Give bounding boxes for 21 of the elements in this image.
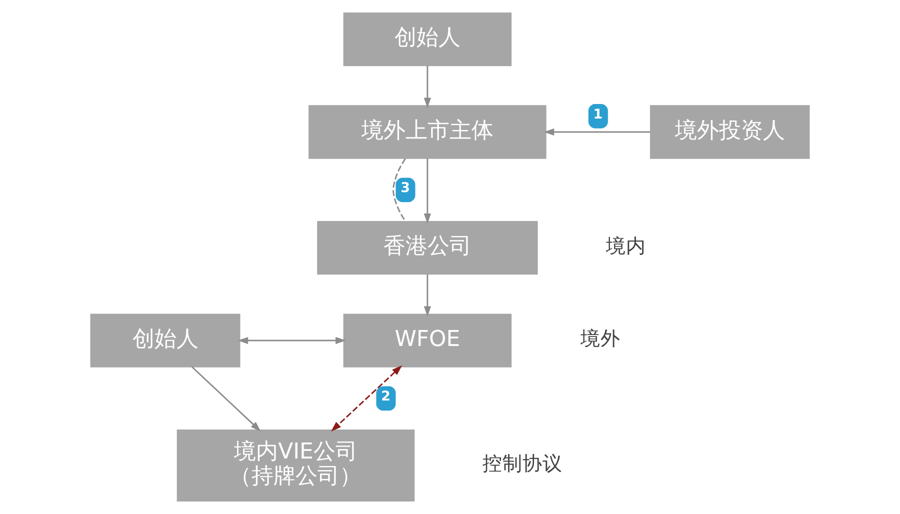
arrow (424, 274, 432, 317)
node-box: 创始人 (90, 314, 240, 368)
label: 境内 (606, 234, 646, 258)
node-box: 创始人 (343, 12, 512, 66)
edge-label: 1 (593, 107, 603, 122)
arrow (191, 366, 261, 432)
node-box: 境内VIE公司 （持牌公司） (176, 430, 415, 502)
edge-label: 2 (381, 390, 390, 405)
arrow (238, 336, 346, 344)
node-box: 境外上市主体 (308, 105, 546, 159)
node-box: 境外投资人 (650, 105, 810, 159)
arrow (424, 158, 432, 224)
label: 境外 (580, 327, 621, 350)
edge-label: 3 (400, 181, 410, 196)
arrow (331, 365, 402, 432)
connector (392, 158, 406, 222)
arrow (424, 66, 432, 108)
node-box: 香港公司 (317, 221, 538, 275)
label: 控制协议 (482, 452, 563, 476)
arrow (544, 128, 650, 136)
node-box: WFOE (343, 314, 512, 368)
